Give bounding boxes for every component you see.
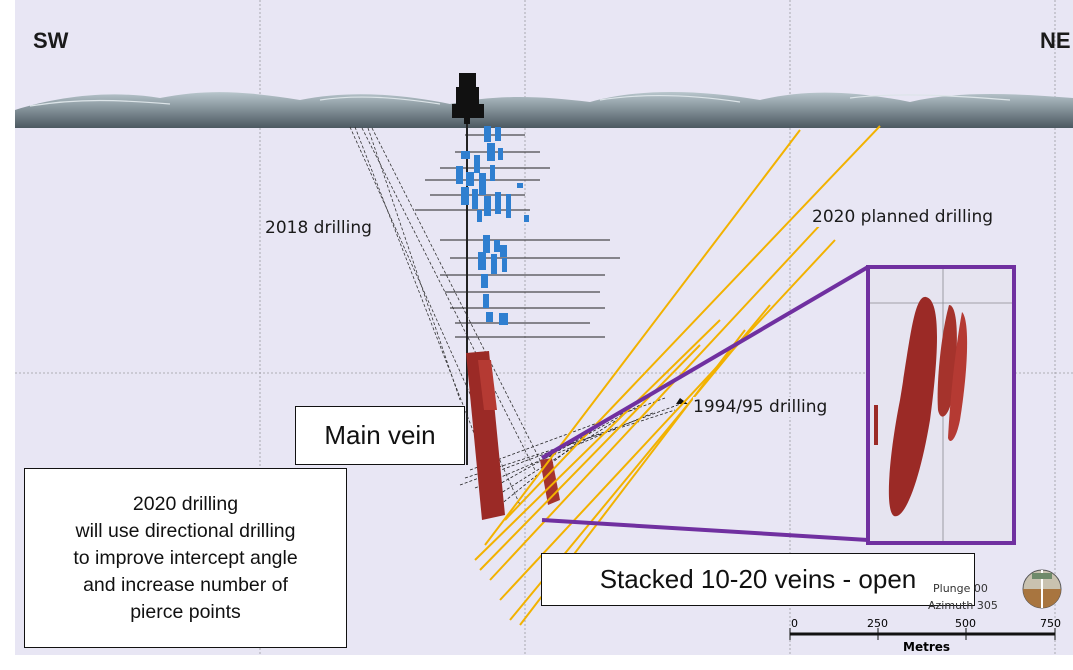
- stacked-veins-box: Stacked 10-20 veins - open: [541, 553, 975, 606]
- scale-tick-750: 750: [1040, 617, 1061, 630]
- main-vein-label: Main vein: [324, 420, 436, 450]
- scale-tick-500: 500: [955, 617, 976, 630]
- terrain-ridges: [29, 94, 1011, 107]
- scale-tick-0: 0: [791, 617, 798, 630]
- stacked-veins-label: Stacked 10-20 veins - open: [599, 564, 917, 594]
- note-line-4: and increase number of: [83, 573, 288, 596]
- compass-label-ne: NE: [1040, 28, 1071, 53]
- note-line-1: 2020 drilling: [132, 492, 239, 515]
- plunge-label: Plunge 00: [933, 582, 988, 595]
- assay-intervals: [456, 126, 529, 325]
- note-line-3: to improve intercept angle: [73, 546, 298, 569]
- main-vein-box: Main vein: [295, 406, 465, 465]
- scale-unit: Metres: [903, 640, 951, 654]
- azimuth-label: Azimuth 305: [928, 599, 998, 612]
- note-line-2: will use directional drilling: [75, 519, 296, 542]
- terrain-surface: [15, 92, 1073, 128]
- label-2018-drilling: 2018 drilling: [265, 218, 372, 238]
- scale-tick-250: 250: [867, 617, 888, 630]
- callout-highlight: [540, 265, 1016, 545]
- drill-rig: [452, 73, 484, 124]
- note-line-5: pierce points: [130, 600, 241, 623]
- main-vein: [466, 351, 505, 520]
- inset-vein-view: [870, 269, 1012, 541]
- drilling-note-box: 2020 drilling will use directional drill…: [24, 468, 347, 648]
- label-2020-planned-drilling: 2020 planned drilling: [812, 207, 994, 227]
- orientation-globe-icon: [1022, 569, 1062, 609]
- compass-label-sw: SW: [33, 28, 69, 53]
- scale-bar: [789, 628, 1056, 640]
- label-1994-95-drilling: 1994/95 drilling: [693, 397, 828, 417]
